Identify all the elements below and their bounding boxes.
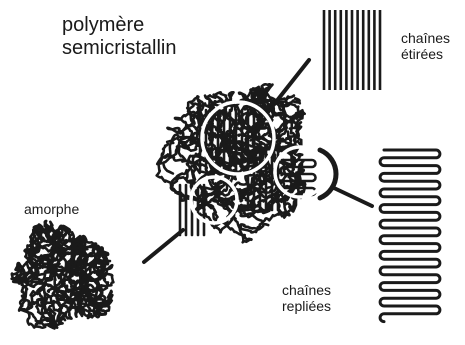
amorphous-chain-tangle [10,219,115,330]
semicrystal-chain-strand [195,103,268,171]
amorphous-chain-strand [70,257,112,301]
connector-to-folded-chains [332,186,374,208]
highlight-circle-crystalline [200,100,276,176]
semicrystal-chain-strand [211,191,291,234]
stretched-chains-lamella [322,10,382,90]
amorphous-label: amorphe [24,201,80,217]
semicrystal-chain-strand [196,186,239,230]
stretched-chains-label-line-1: chaînes [401,30,451,46]
amorphous-chain-strand [35,298,73,320]
amorphous-chain-strand [10,247,58,312]
amorphous-chain-strand [11,243,39,285]
folded-chains-lamella [378,148,442,324]
stretched-chains-label-line-2: étirées [401,46,444,63]
amorphous-chain-strand [47,246,114,301]
highlight-circle-folded [273,145,327,199]
amorphous-chain-strand [56,264,108,305]
connector-to-amorphous [142,228,185,264]
amorphous-chain-strand [36,262,108,316]
folded-chains-label-line-1: chaînes [282,282,332,298]
highlight-circle-amorphous [189,175,239,225]
title-line-1: polymère [62,14,145,36]
folded-chains-label-line-2: repliées [282,298,332,315]
stretched-chains-label: chaînes étirées [401,30,450,62]
semicrystalline-polymer-blob [155,82,317,244]
amorphous-chain-strand [19,307,59,330]
region-highlight-circles [189,100,327,225]
folded-chain-path [378,148,442,324]
amorphous-chain-strand [40,224,87,259]
semicrystal-chain-strand [155,133,200,201]
semicrystal-chain-strand [230,173,267,222]
semicrystal-chain-strand [155,136,198,166]
folded-chains-label: chaînes repliées [282,282,331,314]
zoom-bracket-arc [317,147,339,201]
amorphous-chain-strand [10,224,76,289]
semicrystal-chain-strand [244,96,302,156]
title-label: polymère semicristallin [62,14,176,60]
semicrystal-chain-strand [212,129,273,195]
title-line-2: semicristallin [62,37,177,59]
folded-segment-in-blob [279,158,317,197]
